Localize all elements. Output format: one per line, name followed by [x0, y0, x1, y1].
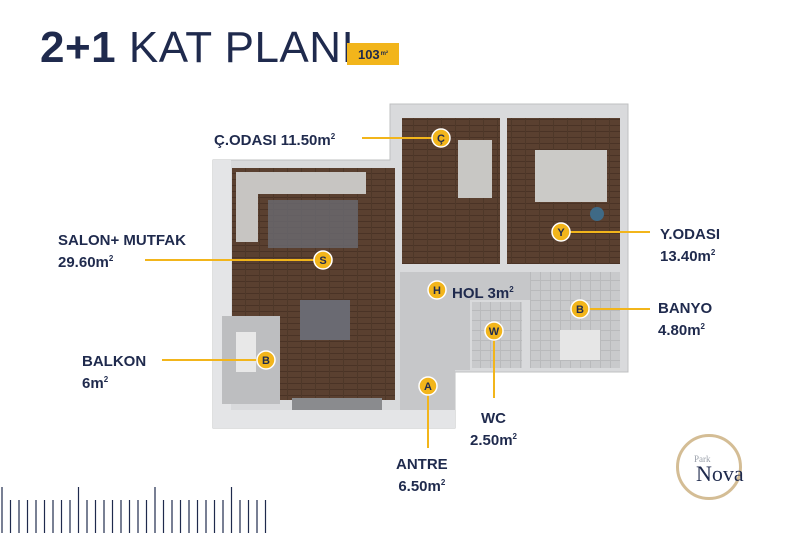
svg-text:B: B	[262, 355, 270, 367]
svg-text:W: W	[489, 326, 500, 338]
marker-antre: A	[418, 376, 438, 396]
marker-salon: S	[313, 250, 333, 270]
marker-banyo: B	[570, 299, 590, 319]
room-markers: Ç S Y H B B W A	[256, 128, 590, 396]
total-area-value: 103	[357, 46, 380, 62]
label-hol: HOL 3m2	[452, 285, 514, 302]
svg-text:Y: Y	[557, 227, 565, 239]
svg-text:A: A	[424, 381, 432, 393]
marker-cocuk: Ç	[431, 128, 451, 148]
marker-wc: W	[484, 321, 504, 341]
floor-hol	[400, 272, 565, 410]
svg-text:Ç: Ç	[437, 133, 445, 145]
logo-ring	[676, 434, 742, 500]
page-title: 2+1 KAT PLANI	[40, 22, 354, 74]
svg-text:B: B	[576, 304, 584, 316]
brand-logo: Park Nova	[676, 434, 746, 504]
ruler-ticks	[1, 487, 267, 533]
svg-text:S: S	[319, 255, 326, 267]
title-light: KAT PLANI	[116, 23, 355, 72]
label-cocuk: Ç.ODASI 11.50m2	[214, 132, 336, 149]
plan-furniture	[236, 140, 607, 410]
total-area-unit: m²	[380, 51, 389, 57]
marker-yatak: Y	[551, 222, 571, 242]
leader-lines	[145, 137, 650, 448]
svg-text:H: H	[433, 285, 441, 297]
logo-big-text: Nova	[696, 461, 744, 486]
marker-balkon: B	[256, 350, 276, 370]
logo-small-text: Park	[694, 454, 711, 464]
marker-hol: H	[427, 280, 447, 300]
title-bold: 2+1	[40, 23, 117, 72]
